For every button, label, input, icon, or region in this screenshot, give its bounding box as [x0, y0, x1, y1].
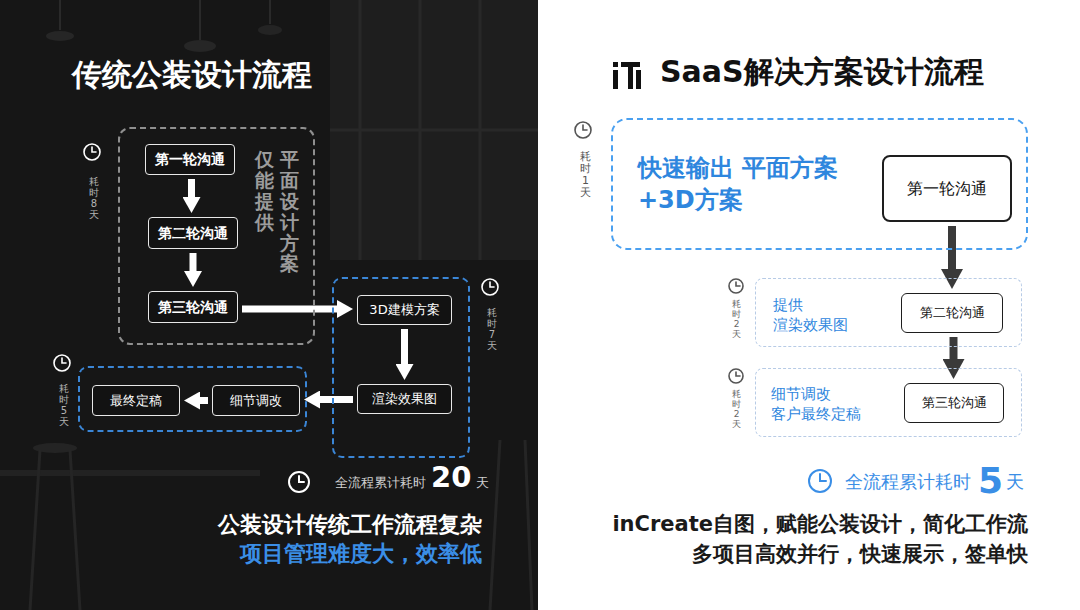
light-panel-ground [538, 0, 1080, 610]
clock-icon [729, 369, 743, 383]
box-label: 最终定稿 [110, 393, 162, 409]
summary-text: 项目管理难度大，效率低 [240, 541, 482, 567]
clock-hands [490, 282, 494, 287]
clock-hands [583, 125, 587, 130]
clock-hands [736, 372, 740, 376]
logo-mark [613, 62, 641, 89]
clock-hands [299, 476, 304, 482]
unit-text: 天 [476, 475, 489, 491]
flow-arrow [320, 396, 353, 403]
flow-arrow [950, 337, 958, 359]
clock-icon [289, 472, 309, 492]
box-label: 渲染效果图 [372, 391, 437, 407]
clock-icon [482, 279, 498, 295]
logo-part [636, 70, 641, 89]
clock-icon [54, 355, 70, 371]
box-label: 第二轮沟通 [158, 225, 228, 242]
clock-icons [54, 144, 498, 492]
box-label: 细节调改 [230, 393, 282, 409]
box-label: 第一轮沟通 [907, 179, 987, 198]
lamp-cord [60, 0, 270, 40]
process-box: 3D建模方案 [357, 295, 452, 325]
clock-hands [92, 147, 96, 152]
total-days-number: 5 [978, 459, 1003, 502]
process-box: 最终定稿 [92, 385, 180, 416]
stage-group: 耗时8天仅能提供平面设计方案第一轮沟通第二轮沟通第三轮沟通 [118, 127, 315, 345]
stage-group: 耗时1天快速输出 平面方案+3D方案第一轮沟通 [611, 118, 1028, 250]
duration-label: 耗时5天 [59, 383, 69, 427]
flow-arrow [948, 226, 956, 269]
lamp [46, 31, 74, 41]
box-label: 第一轮沟通 [155, 151, 225, 168]
lamp [184, 40, 216, 52]
clock-icon [729, 279, 743, 293]
stage-text: 提供 渲染效果图 [773, 296, 865, 335]
stage-group: 耗时5天最终定稿细节调改 [78, 366, 307, 432]
duration-label: 耗时2天 [732, 390, 741, 430]
note-text: 仅能提供 [255, 149, 274, 233]
stage-group: 耗时7天3D建模方案渲染效果图 [332, 277, 470, 458]
logo-part [613, 62, 618, 67]
unit-text: 天 [1006, 471, 1024, 493]
stage-group: 耗时2天细节调改 客户最终定稿第三轮沟通 [755, 368, 1022, 437]
panel-title: 传统公装设计流程 [72, 57, 312, 93]
process-box: 第三轮沟通 [148, 291, 238, 323]
lamp [258, 25, 282, 35]
flow-arrow [190, 253, 197, 271]
window-light [330, 0, 538, 260]
box-label: 第三轮沟通 [922, 395, 987, 411]
box-label: 3D建模方案 [369, 302, 439, 318]
process-box: 第二轮沟通 [901, 293, 1003, 333]
total-duration-text: 全流程累计耗时 [335, 475, 426, 491]
logo-part [621, 62, 640, 67]
total-days-number: 20 [431, 460, 471, 495]
clock-hands [62, 358, 66, 363]
stool-leg [30, 440, 532, 610]
box-label: 第三轮沟通 [158, 299, 228, 316]
total-duration-text: 全流程累计耗时 [845, 471, 971, 493]
process-box: 第二轮沟通 [148, 217, 238, 249]
process-box: 细节调改 [212, 385, 300, 416]
flow-arrow [242, 306, 337, 313]
summary-text: 公装设计传统工作流程复杂 [218, 512, 482, 538]
flow-arrow [200, 397, 208, 404]
clock-icons [809, 470, 831, 492]
box-label: 第二轮沟通 [920, 305, 985, 321]
logo-part [613, 70, 618, 89]
clock-icon [575, 122, 591, 138]
duration-label: 耗时2天 [732, 300, 741, 340]
clock-hands [736, 282, 740, 286]
flow-arrow [401, 329, 408, 364]
cafe-photo [0, 0, 538, 610]
dark-panel-ground [0, 0, 538, 610]
flow-arrow [188, 179, 195, 197]
stage-group: 耗时2天提供 渲染效果图第二轮沟通 [755, 278, 1022, 347]
duration-label: 耗时8天 [89, 176, 99, 220]
process-box: 渲染效果图 [357, 384, 452, 414]
duration-label: 耗时1天 [580, 151, 591, 199]
clock-icon [84, 144, 100, 160]
duration-label: 耗时7天 [487, 307, 497, 351]
window-frame [330, 0, 538, 260]
summary-text: 多项目高效并行，快速展示，签单快 [692, 542, 1028, 567]
process-box: 第一轮沟通 [882, 155, 1012, 222]
panel-title: SaaS解决方案设计流程 [660, 54, 984, 90]
summary-text: inCreate自图，赋能公装设计，简化工作流 [612, 512, 1028, 537]
clock-hands [820, 474, 826, 481]
stage-text: 细节调改 客户最终定稿 [771, 385, 873, 424]
logo-part [628, 67, 633, 89]
clock-icon [809, 470, 831, 492]
note-text: 平面设计方案 [280, 149, 299, 274]
stage-text: 快速输出 平面方案+3D方案 [638, 152, 868, 217]
process-box: 第一轮沟通 [145, 144, 235, 175]
process-box: 第三轮沟通 [904, 383, 1004, 423]
